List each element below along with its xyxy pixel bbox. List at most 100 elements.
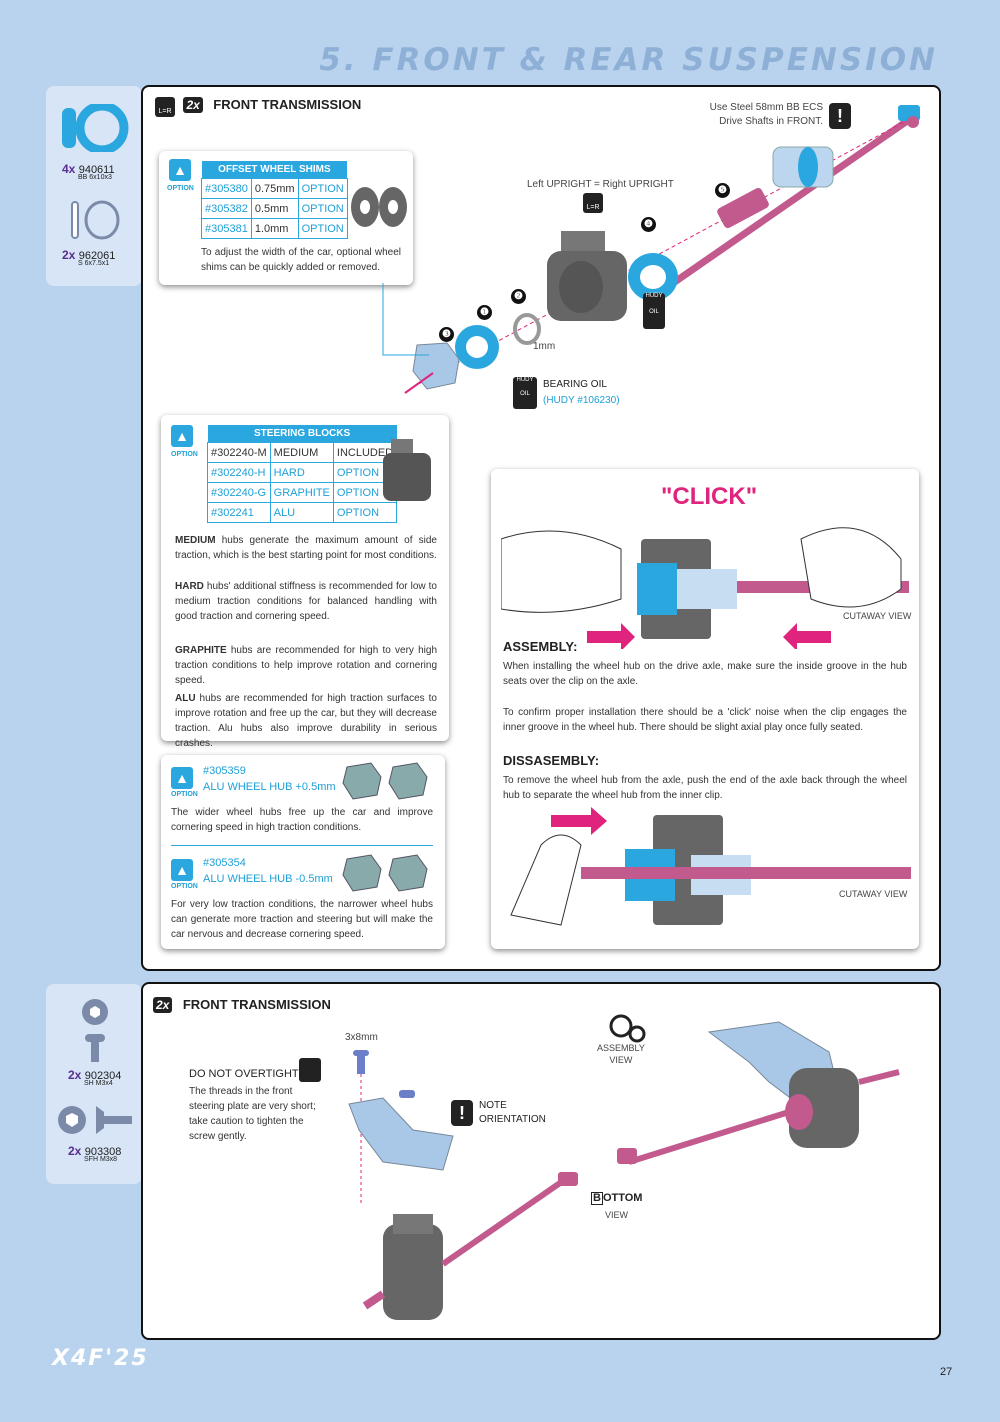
hard-text: HARD hubs' additional stiffness is recom… — [175, 581, 437, 622]
step1-panel: L=R 2x FRONT TRANSMISSION Use Steel 58mm… — [141, 85, 941, 971]
front-axle-drawing — [412, 105, 920, 388]
part-desc: BB 6x10x3 — [78, 174, 112, 181]
step2-left-drawing — [348, 1050, 578, 1320]
parts-sidebar-bottom: 2x 902304 SH M3x4 2x 903308 SFH M3x8 — [46, 984, 142, 1184]
bottom-view-sub: VIEW — [605, 1210, 629, 1220]
page-title: 5. FRONT & REAR SUSPENSION — [319, 42, 938, 78]
assembly-text2: To confirm proper installation there sho… — [503, 707, 907, 733]
table-header: STEERING BLOCKS — [207, 425, 397, 443]
screw-size: 3x8mm — [345, 1032, 378, 1043]
thumbs-up-icon: ▲ — [169, 159, 191, 181]
brand-logo: X4F'25 — [52, 1346, 149, 1371]
disassembly-drawing — [510, 807, 911, 926]
cutaway-label: CUTAWAY VIEW — [839, 889, 908, 899]
option-label: OPTION — [171, 791, 198, 798]
assembly-drawing — [501, 527, 909, 649]
part-qty: 2x — [62, 248, 76, 262]
thumbs-up-icon: ▲ — [171, 425, 193, 447]
hub-name: ALU WHEEL HUB -0.5mm — [203, 873, 333, 885]
qty-badge: 2x — [183, 97, 203, 113]
hub-text: The wider wheel hubs free up the car and… — [171, 807, 433, 833]
step-number: ❸ — [439, 327, 454, 342]
step-number: ❺ — [715, 183, 730, 198]
assembly-text1: When installing the wheel hub on the dri… — [503, 661, 907, 687]
part-qty: 4x — [62, 162, 76, 176]
callout-line — [382, 283, 429, 356]
screw-icon — [82, 999, 108, 1062]
step-number: ❷ — [511, 289, 526, 304]
part-qty: 2x — [68, 1068, 82, 1082]
step-title: FRONT TRANSMISSION — [182, 997, 331, 1012]
part-desc: S 6x7.5x1 — [78, 260, 110, 267]
steering-block-drawing — [547, 231, 627, 321]
upright-note: Left UPRIGHT = Right UPRIGHT — [527, 179, 674, 190]
qty-badge: 2x — [153, 997, 173, 1013]
part-code: 902304 — [84, 1070, 122, 1082]
shim-icon — [71, 200, 120, 240]
disassembly-text: To remove the wheel hub from the axle, p… — [503, 775, 907, 801]
option-label: OPTION — [167, 185, 194, 192]
assembly-title: ASSEMBLY: — [503, 639, 578, 654]
part-desc: SH M3x4 — [84, 1080, 113, 1087]
warning-icon: ! — [829, 103, 851, 129]
assembly-card: "CLICK" CUTAWAY VIEW ASSEMBLY: When inst… — [491, 469, 919, 949]
divider — [171, 845, 433, 846]
lr-icon: L=R — [155, 97, 175, 117]
shims-drawing — [351, 187, 407, 227]
cutaway-label: CUTAWAY VIEW — [843, 611, 912, 621]
warning-title: DO NOT OVERTIGHTEN — [189, 1068, 314, 1080]
oil-label: BEARING OIL — [543, 379, 607, 390]
shims-text: To adjust the width of the car, optional… — [201, 247, 401, 273]
warning-text: The threads in the front steering plate … — [189, 1086, 316, 1142]
parts-sidebar-top: 4x 940611 BB 6x10x3 2x 962061 S 6x7.5x1 — [46, 86, 142, 286]
part-code: 940611 — [78, 164, 115, 176]
page-number: 27 — [940, 1366, 953, 1378]
thumbs-up-icon: ▲ — [171, 767, 193, 789]
bearings-drawing — [455, 313, 541, 369]
option-label: OPTION — [171, 451, 198, 458]
hub-code: #305354 — [203, 857, 246, 869]
screw-warning-icon — [299, 1058, 321, 1082]
hub-text: For very low traction conditions, the na… — [171, 899, 433, 940]
countersunk-screw-icon — [58, 1106, 132, 1134]
alu-text: ALU hubs are recommended for high tracti… — [175, 693, 437, 749]
wheel-hub-drawing — [342, 854, 428, 892]
drive-shaft-note: Use Steel 58mm BB ECS Drive Shafts in FR… — [709, 102, 823, 127]
part-desc: SFH M3x8 — [84, 1156, 118, 1163]
steering-block-drawing — [383, 439, 431, 501]
option-label: OPTION — [171, 883, 198, 890]
thumbs-up-icon: ▲ — [171, 859, 193, 881]
orientation-label: ORIENTATION — [479, 1114, 546, 1125]
step2-panel: 2x FRONT TRANSMISSION 3x8mm DO NOT OVERT… — [141, 982, 941, 1340]
lr-icon: L=R — [583, 193, 603, 213]
step-number: ❹ — [641, 217, 656, 232]
note-label: NOTE — [479, 1100, 507, 1111]
medium-text: MEDIUM hubs generate the maximum amount … — [175, 535, 437, 561]
part-qty: 2x — [68, 1144, 82, 1158]
table-header: OFFSET WHEEL SHIMS — [201, 161, 348, 179]
wheel-hub-drawing — [342, 762, 428, 800]
hub-name: ALU WHEEL HUB +0.5mm — [203, 781, 336, 793]
hub-code: #305359 — [203, 765, 246, 777]
click-text: "CLICK" — [661, 483, 758, 510]
disassembly-title: DISSASEMBLY: — [503, 753, 600, 768]
graphite-text: GRAPHITE hubs are recommended for high t… — [175, 645, 437, 686]
step2-right-drawing — [609, 1014, 900, 1165]
shim-size: 1mm — [533, 341, 556, 352]
step-title: FRONT TRANSMISSION — [213, 97, 362, 112]
part-code: 903308 — [84, 1146, 122, 1158]
oil-code: (HUDY #106230) — [543, 395, 620, 406]
